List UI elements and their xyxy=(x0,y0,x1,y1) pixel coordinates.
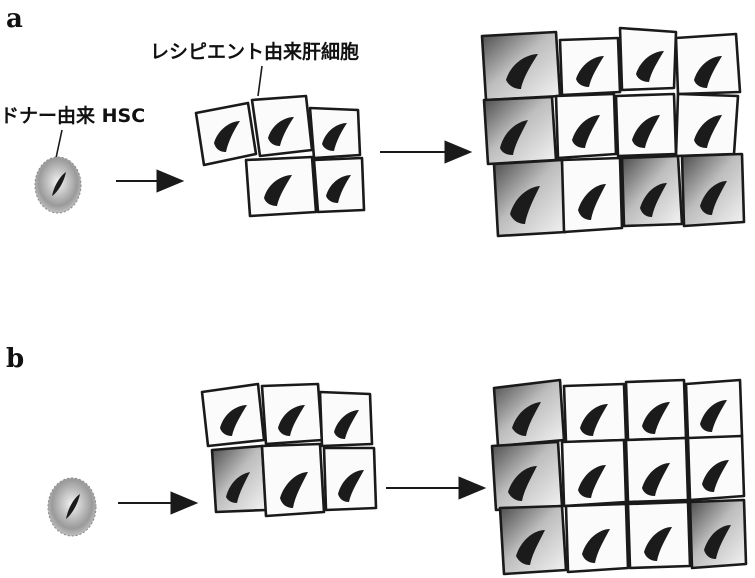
hepatocyte xyxy=(688,498,748,570)
hepatocyte xyxy=(490,440,564,512)
hepatocyte-fusing xyxy=(210,444,268,514)
recipient-cluster-b xyxy=(200,382,378,518)
hepatocyte xyxy=(624,436,690,504)
recipient-cluster-a xyxy=(194,94,366,218)
result-cluster-b xyxy=(490,378,748,576)
hepatocyte xyxy=(260,382,324,446)
hepatocyte xyxy=(564,502,630,574)
hepatocyte xyxy=(686,434,746,502)
hepatocyte xyxy=(318,390,374,448)
callout-donor-hsc: ドナー由来 HSC xyxy=(0,104,145,127)
hepatocyte xyxy=(200,382,266,448)
hepatocyte xyxy=(614,92,678,158)
hepatocyte xyxy=(250,94,314,158)
panel-label-b: b xyxy=(6,344,24,374)
donor-hsc-b xyxy=(47,477,97,537)
hepatocyte xyxy=(322,446,378,512)
hepatocyte xyxy=(558,36,622,97)
hepatocyte xyxy=(674,92,740,158)
hepatocyte xyxy=(308,106,362,160)
panel-label-a: a xyxy=(6,4,23,34)
hepatocyte xyxy=(562,382,628,444)
hepatocyte xyxy=(498,504,568,576)
hepatocyte xyxy=(620,154,684,228)
hepatocyte xyxy=(312,156,366,214)
hepatocyte xyxy=(244,155,318,218)
hepatocyte xyxy=(492,378,566,448)
hepatocyte xyxy=(482,95,558,166)
donor-hsc-a xyxy=(34,156,82,214)
hepatocyte xyxy=(684,378,744,442)
hepatocyte xyxy=(492,158,568,238)
leader-line-donor xyxy=(55,129,63,159)
result-cluster-a xyxy=(480,26,746,238)
hepatocyte xyxy=(560,438,628,508)
hepatocyte xyxy=(624,378,688,442)
callout-recipient-hepatocyte: レシピエント由来肝細胞 xyxy=(150,40,359,63)
hepatocyte xyxy=(554,92,618,160)
hepatocyte xyxy=(680,152,746,228)
hepatocyte xyxy=(194,101,258,167)
hepatocyte xyxy=(674,32,742,96)
hepatocyte xyxy=(618,26,678,92)
hepatocyte xyxy=(260,442,326,518)
hepatocyte xyxy=(626,500,692,570)
hepatocyte xyxy=(560,156,624,234)
hepatocyte xyxy=(480,30,562,102)
leader-line-recipient xyxy=(257,65,263,97)
